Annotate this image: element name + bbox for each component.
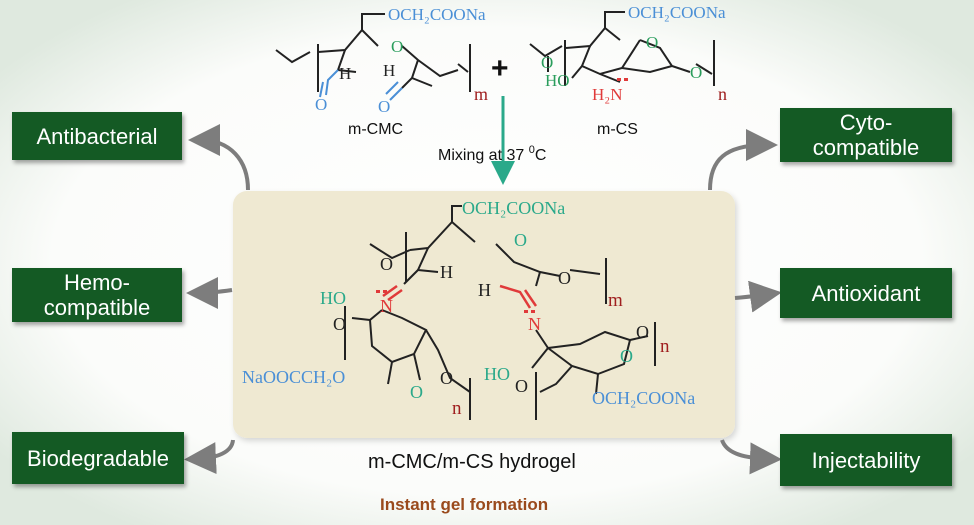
cmc-repeat-m: m (474, 84, 488, 104)
arrow-to-antibacterial (188, 124, 250, 191)
hydrogel-top-group: OCH₂COONa (462, 198, 565, 218)
hydrogel-ring-oxygen-right: O (620, 346, 633, 366)
cs-structure (529, 11, 715, 86)
cytocompatible-label-line2: compatible (812, 135, 920, 160)
hydrogel-imine-n-left: N (380, 296, 393, 316)
hydrogel-repeat-n-right: n (660, 336, 670, 357)
cs-label: m-CS (597, 121, 638, 138)
hydrogel-side-oxygen-top: O (380, 254, 393, 274)
hydrogel-aldehyde-h2: H (478, 280, 491, 300)
hydrogel-end-oxygen-right: O (636, 322, 649, 342)
arrow-to-antioxidant (734, 280, 782, 313)
cmc-oxygen1: O (315, 95, 327, 114)
cmc-aldehyde-h1: H (339, 64, 351, 83)
antioxidant-box: Antioxidant (780, 268, 952, 318)
hydrogel-right-group: OCH₂COONa (592, 388, 695, 408)
hydrogel-hydroxyl-left: HO (320, 288, 346, 308)
cytocompatible-box: Cyto- compatible (780, 108, 952, 162)
hydrogel-imine-n-right: N (528, 314, 541, 334)
hydrogel-repeat-n-left: n (452, 398, 462, 419)
hydrogel-ring-oxygen-top: O (514, 230, 527, 250)
cs-ring-oxygen: O (646, 33, 658, 52)
antioxidant-label: Antioxidant (811, 280, 921, 306)
cs-amine: H₂N (592, 85, 622, 104)
cs-end-oxygen: O (690, 63, 702, 82)
cs-side-oxygen: O (541, 53, 553, 72)
cytocompatible-label-line1: Cyto- (839, 110, 893, 135)
arrow-to-cytocompatible (708, 129, 778, 191)
hydrogel-structure (344, 205, 656, 420)
hydrogel-panel (233, 191, 735, 438)
cmc-ring-oxygen: O (391, 37, 403, 56)
cmc-oxygen2: O (378, 97, 390, 116)
hydrogel-side-oxygen-left: O (333, 314, 346, 334)
hemocompatible-label-line1: Hemo- (63, 270, 130, 295)
hydrogel-chain-oxygen: O (558, 268, 571, 288)
hydrogel-side-oxygen-right: O (515, 376, 528, 396)
arrow-to-injectability (720, 439, 782, 475)
cs-lone-pair (617, 78, 628, 81)
hydrogel-repeat-m: m (608, 290, 623, 311)
hydrogel-end-oxygen-left: O (440, 368, 453, 388)
hydrogel-ring-oxygen-left: O (410, 382, 423, 402)
plus-sign: + (491, 52, 509, 85)
biodegradable-box: Biodegradable (12, 432, 184, 484)
hydrogel-hydroxyl-right: HO (484, 364, 510, 384)
hydrogel-lone-pair-left (376, 290, 387, 293)
arrow-to-hemocompatible (186, 276, 233, 309)
hydrogel-left-group: NaOOCCH₂O (242, 367, 345, 387)
cmc-side-group: OCH₂COONa (388, 5, 486, 24)
hydrogel-lone-pair-right (524, 310, 535, 313)
cmc-structure (275, 13, 471, 101)
antibacterial-box: Antibacterial (12, 112, 182, 160)
cs-side-group: OCH₂COONa (628, 3, 726, 22)
biodegradable-label: Biodegradable (27, 445, 169, 471)
cmc-aldehyde-h2: H (383, 61, 395, 80)
hydrogel-aldehyde-h1: H (440, 262, 453, 282)
hydrogel-label: m-CMC/m-CS hydrogel (368, 451, 576, 473)
hemocompatible-label-line2: compatible (43, 295, 151, 320)
cmc-label: m-CMC (348, 121, 403, 138)
cs-repeat-n: n (718, 84, 727, 104)
injectability-label: Injectability (811, 447, 921, 473)
antibacterial-label: Antibacterial (36, 123, 158, 149)
cs-hydroxyl: HO (545, 71, 570, 90)
reaction-condition: Mixing at 37 0C (438, 144, 546, 164)
arrow-to-biodegradable (184, 439, 235, 475)
footer-caption: Instant gel formation (380, 495, 548, 514)
hemocompatible-box: Hemo- compatible (12, 268, 182, 322)
injectability-box: Injectability (780, 434, 952, 486)
